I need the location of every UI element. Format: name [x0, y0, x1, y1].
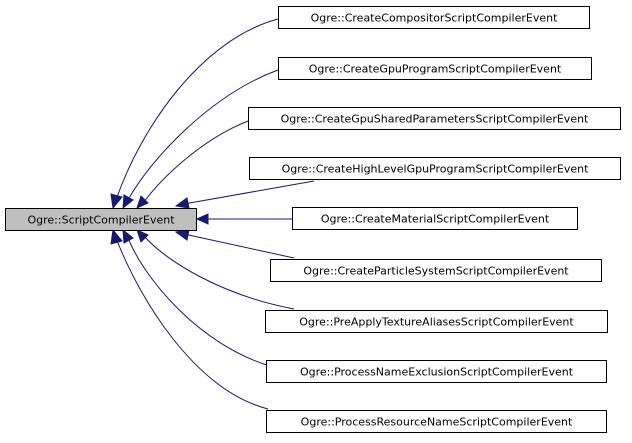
node-create-gpu-shared-parameters-script-compiler-event[interactable]: Ogre::CreateGpuSharedParametersScriptCom…: [248, 107, 621, 130]
edge-create-compositor-arrowhead: [110, 193, 123, 210]
node-create-gpu-program-script-compiler-event[interactable]: Ogre::CreateGpuProgramScriptCompilerEven…: [278, 57, 592, 80]
node-process-resource-name-script-compiler-event[interactable]: Ogre::ProcessResourceNameScriptCompilerE…: [266, 410, 607, 433]
node-label: Ogre::CreateCompositorScriptCompilerEven…: [311, 12, 558, 25]
node-pre-apply-texture-aliases-script-compiler-event[interactable]: Ogre::PreApplyTextureAliasesScriptCompil…: [265, 310, 608, 333]
node-box: [292, 207, 578, 230]
edge-create-gpu-shared-parameters-arrowhead: [136, 195, 149, 209]
node-label: Ogre::PreApplyTextureAliasesScriptCompil…: [299, 316, 574, 329]
node-label: Ogre::CreateGpuSharedParametersScriptCom…: [281, 113, 589, 126]
node-label: Ogre::CreateHighLevelGpuProgramScriptCom…: [282, 163, 589, 176]
node-create-high-level-gpu-program-script-compiler-event[interactable]: Ogre::CreateHighLevelGpuProgramScriptCom…: [249, 157, 621, 180]
node-box: [249, 157, 621, 180]
node-create-particle-system-script-compiler-event[interactable]: Ogre::CreateParticleSystemScriptCompiler…: [270, 259, 602, 282]
node-box: [266, 360, 607, 383]
node-label: Ogre::ScriptCompilerEvent: [27, 214, 175, 227]
node-box: [265, 310, 608, 333]
inheritance-edges: [110, 18, 315, 410]
edge-create-high-level-gpu-program: [183, 180, 315, 205]
node-label: Ogre::CreateMaterialScriptCompilerEvent: [321, 213, 550, 226]
node-script-compiler-event[interactable]: Ogre::ScriptCompilerEvent: [5, 208, 197, 231]
edge-process-name-exclusion: [127, 237, 271, 367]
node-label: Ogre::CreateGpuProgramScriptCompilerEven…: [309, 63, 562, 76]
node-label: Ogre::CreateParticleSystemScriptCompiler…: [303, 265, 569, 278]
node-box: [248, 107, 621, 130]
edge-create-high-level-gpu-program-arrowhead: [174, 197, 190, 209]
edge-process-resource-name: [115, 237, 269, 410]
edge-process-resource-name-arrowhead: [110, 228, 123, 245]
edge-create-particle-system-arrowhead: [174, 229, 190, 241]
node-create-compositor-script-compiler-event[interactable]: Ogre::CreateCompositorScriptCompilerEven…: [278, 6, 590, 29]
edge-create-gpu-shared-parameters: [143, 120, 249, 203]
edge-create-gpu-program-arrowhead: [122, 194, 134, 210]
node-box: [270, 259, 602, 282]
node-process-name-exclusion-script-compiler-event[interactable]: Ogre::ProcessNameExclusionScriptCompiler…: [266, 360, 607, 383]
node-box: [266, 410, 607, 433]
edge-pre-apply-texture-aliases-arrowhead: [136, 229, 149, 243]
edge-create-compositor: [115, 18, 279, 201]
edge-create-material-arrowhead: [195, 213, 209, 225]
node-label: Ogre::ProcessNameExclusionScriptCompiler…: [300, 366, 574, 379]
node-create-material-script-compiler-event[interactable]: Ogre::CreateMaterialScriptCompilerEvent: [292, 207, 578, 230]
edge-pre-apply-texture-aliases: [143, 235, 295, 310]
node-label: Ogre::ProcessResourceNameScriptCompilerE…: [301, 416, 573, 429]
node-box: [5, 208, 197, 231]
edge-process-name-exclusion-arrowhead: [122, 228, 134, 244]
edge-create-gpu-program: [127, 69, 279, 201]
node-box: [278, 57, 592, 80]
node-box: [278, 6, 590, 29]
edge-create-particle-system: [183, 233, 295, 259]
